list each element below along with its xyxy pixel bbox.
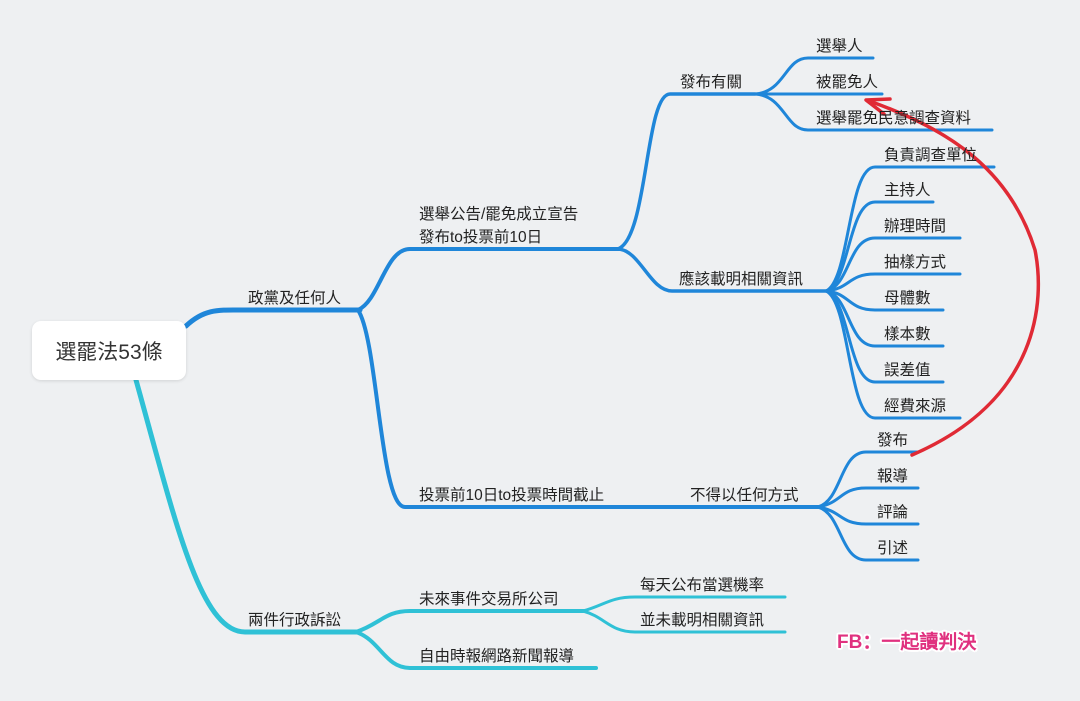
edge-publish-1: [753, 56, 875, 96]
edge-specify-8: [824, 289, 962, 420]
leaf-forbid-publish[interactable]: 發布: [877, 432, 909, 449]
leaf-specify-population[interactable]: 母體數: [884, 290, 931, 307]
edge-specify-2: [824, 200, 935, 293]
edge-announce-specify: [616, 247, 828, 293]
node-announce-line2: 發布to投票前10日: [419, 229, 543, 246]
edge-specify-3: [824, 236, 962, 293]
node-announce[interactable]: 選舉公告/罷免成立宣告 發布to投票前10日: [419, 203, 578, 249]
leaf-publish-poll[interactable]: 選舉罷免民意調查資料: [816, 110, 972, 127]
edge-future-1: [581, 595, 787, 613]
root-label: 選罷法53條: [55, 340, 163, 364]
leaf-specify-sample[interactable]: 樣本數: [884, 326, 931, 343]
credit-label: FB：一起讀判決: [837, 632, 977, 653]
node-forbid[interactable]: 不得以任何方式: [690, 487, 799, 504]
node-future[interactable]: 未來事件交易所公司: [419, 591, 559, 608]
edge-specify-1: [824, 165, 996, 293]
edge-party-beforevote: [356, 308, 822, 509]
node-before-vote[interactable]: 投票前10日to投票時間截止: [419, 487, 605, 504]
edge-lawsuits-news: [354, 630, 598, 670]
leaf-specify-error[interactable]: 誤差值: [884, 362, 931, 379]
leaf-forbid-quote[interactable]: 引述: [877, 540, 909, 557]
node-announce-line1: 選舉公告/罷免成立宣告: [419, 206, 579, 223]
node-publish[interactable]: 發布有關: [680, 74, 743, 91]
node-lawsuits[interactable]: 兩件行政訴訟: [248, 612, 342, 629]
leaf-publish-recalled[interactable]: 被罷免人: [816, 74, 879, 91]
edge-future-2: [581, 609, 787, 634]
edge-announce-publish: [616, 92, 757, 251]
edge-root-lawsuits: [133, 377, 361, 635]
edge-lawsuits-future: [354, 609, 587, 634]
leaf-forbid-report[interactable]: 報導: [877, 468, 909, 485]
leaf-publish-voter[interactable]: 選舉人: [816, 38, 863, 55]
edge-publish-3: [753, 92, 994, 132]
edge-party-announce: [356, 247, 622, 312]
edge-forbid-1: [816, 450, 920, 509]
edge-forbid-4: [816, 505, 920, 562]
edge-specify-4: [824, 272, 962, 293]
leaf-specify-time[interactable]: 辦理時間: [884, 218, 947, 235]
node-specify[interactable]: 應該載明相關資訊: [679, 271, 804, 288]
red-arrow-curve: [870, 100, 1041, 457]
leaf-specify-unit[interactable]: 負責調查單位: [884, 147, 978, 164]
leaf-forbid-comment[interactable]: 評論: [877, 504, 909, 521]
edge-specify-5: [824, 289, 945, 312]
node-news[interactable]: 自由時報網路新聞報導: [419, 648, 575, 665]
edge-root-party: [183, 307, 363, 329]
node-party[interactable]: 政黨及任何人: [248, 290, 342, 307]
root-node[interactable]: 選罷法53條: [32, 321, 186, 380]
edge-forbid-2: [816, 486, 920, 509]
leaf-specify-sampling[interactable]: 抽樣方式: [884, 254, 947, 271]
leaf-future-probability[interactable]: 每天公布當選機率: [640, 577, 765, 594]
red-arrow-head: [864, 97, 892, 116]
leaf-specify-funding[interactable]: 經費來源: [884, 398, 947, 415]
leaf-future-no-info[interactable]: 並未載明相關資訊: [640, 612, 765, 629]
leaf-specify-host[interactable]: 主持人: [884, 182, 931, 199]
